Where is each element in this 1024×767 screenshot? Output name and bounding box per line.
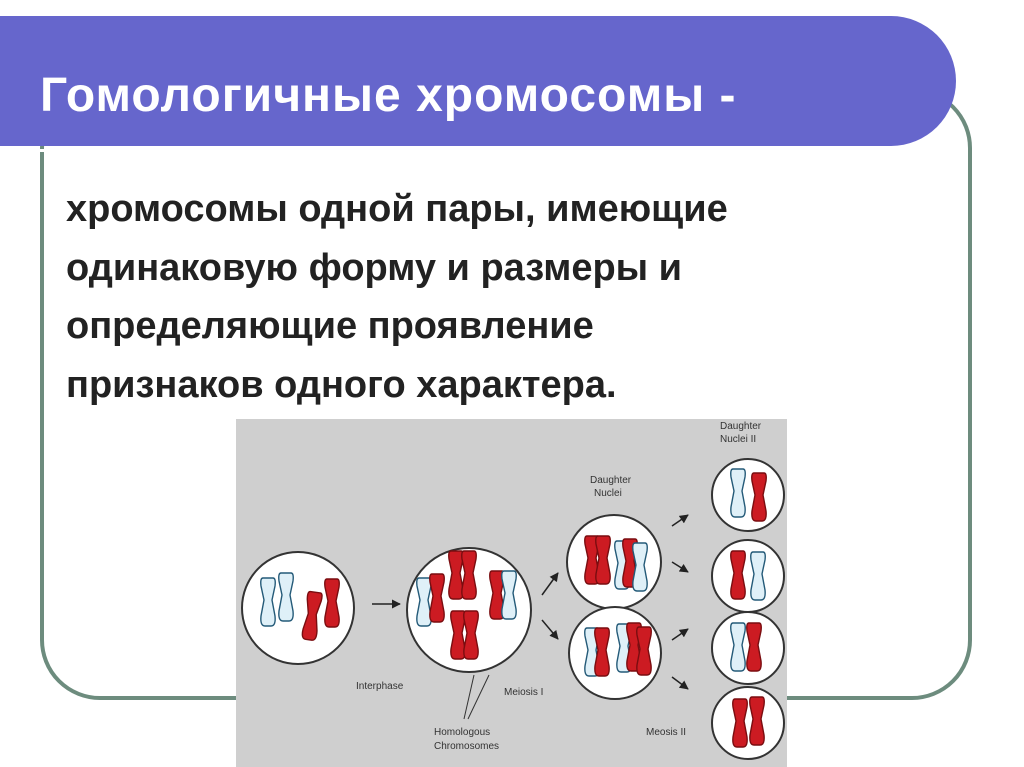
meiosis1-label: Meiosis I — [504, 687, 543, 698]
meiosis-diagram-svg: Interphase Meiosis I Homologous Chromoso… — [241, 421, 785, 760]
definition-text: хромосомы одной пары, имеющие одинаковую… — [66, 180, 966, 414]
meiosis-diagram: Interphase Meiosis I Homologous Chromoso… — [236, 419, 787, 767]
title-bar: Гомологичные хромосомы - — [0, 16, 956, 152]
definition-line-4: признаков одного характера. — [66, 363, 617, 406]
title-underline — [40, 149, 908, 152]
daughter-nuclei-label-1: Daughter — [590, 475, 632, 486]
arrow-down-to-daughter — [541, 619, 559, 640]
interphase-cell — [241, 551, 355, 665]
meiosis1-cell — [406, 547, 532, 673]
definition-line-2: одинаковую форму и размеры и — [66, 246, 683, 289]
daughter-nucleus-ii-3 — [711, 611, 785, 685]
daughter-nuclei-ii-label-1: Daughter — [720, 421, 762, 432]
homologous-pointer-2 — [467, 674, 490, 720]
daughter-nucleus-1 — [566, 514, 662, 610]
definition-line-1: хромосомы одной пары, имеющие — [66, 188, 728, 230]
arrow-up-to-daughter — [541, 572, 559, 596]
daughter-nucleus-ii-4 — [711, 686, 785, 760]
daughter-nucleus-ii-2 — [711, 539, 785, 613]
arrow-to-nucleus-ii-2 — [671, 561, 689, 573]
daughter-nucleus-ii-1 — [711, 458, 785, 532]
arrow-to-nucleus-ii-1 — [671, 514, 689, 527]
homologous-label-2: Chromosomes — [434, 741, 499, 752]
definition-line-3: определяющие проявление — [66, 305, 594, 347]
daughter-nuclei-ii-label-2: Nuclei II — [720, 434, 756, 445]
homologous-label-1: Homologous — [434, 727, 490, 738]
daughter-nuclei-label-2: Nuclei — [594, 488, 622, 499]
slide-title: Гомологичные хромосомы - — [40, 69, 737, 122]
daughter-nucleus-2 — [568, 606, 662, 700]
arrow-to-nucleus-ii-3 — [671, 628, 689, 641]
arrow-to-nucleus-ii-4 — [671, 676, 689, 690]
homologous-pointer-1 — [463, 674, 475, 720]
interphase-label: Interphase — [356, 681, 404, 692]
meiosis2-label: Meosis II — [646, 727, 686, 738]
